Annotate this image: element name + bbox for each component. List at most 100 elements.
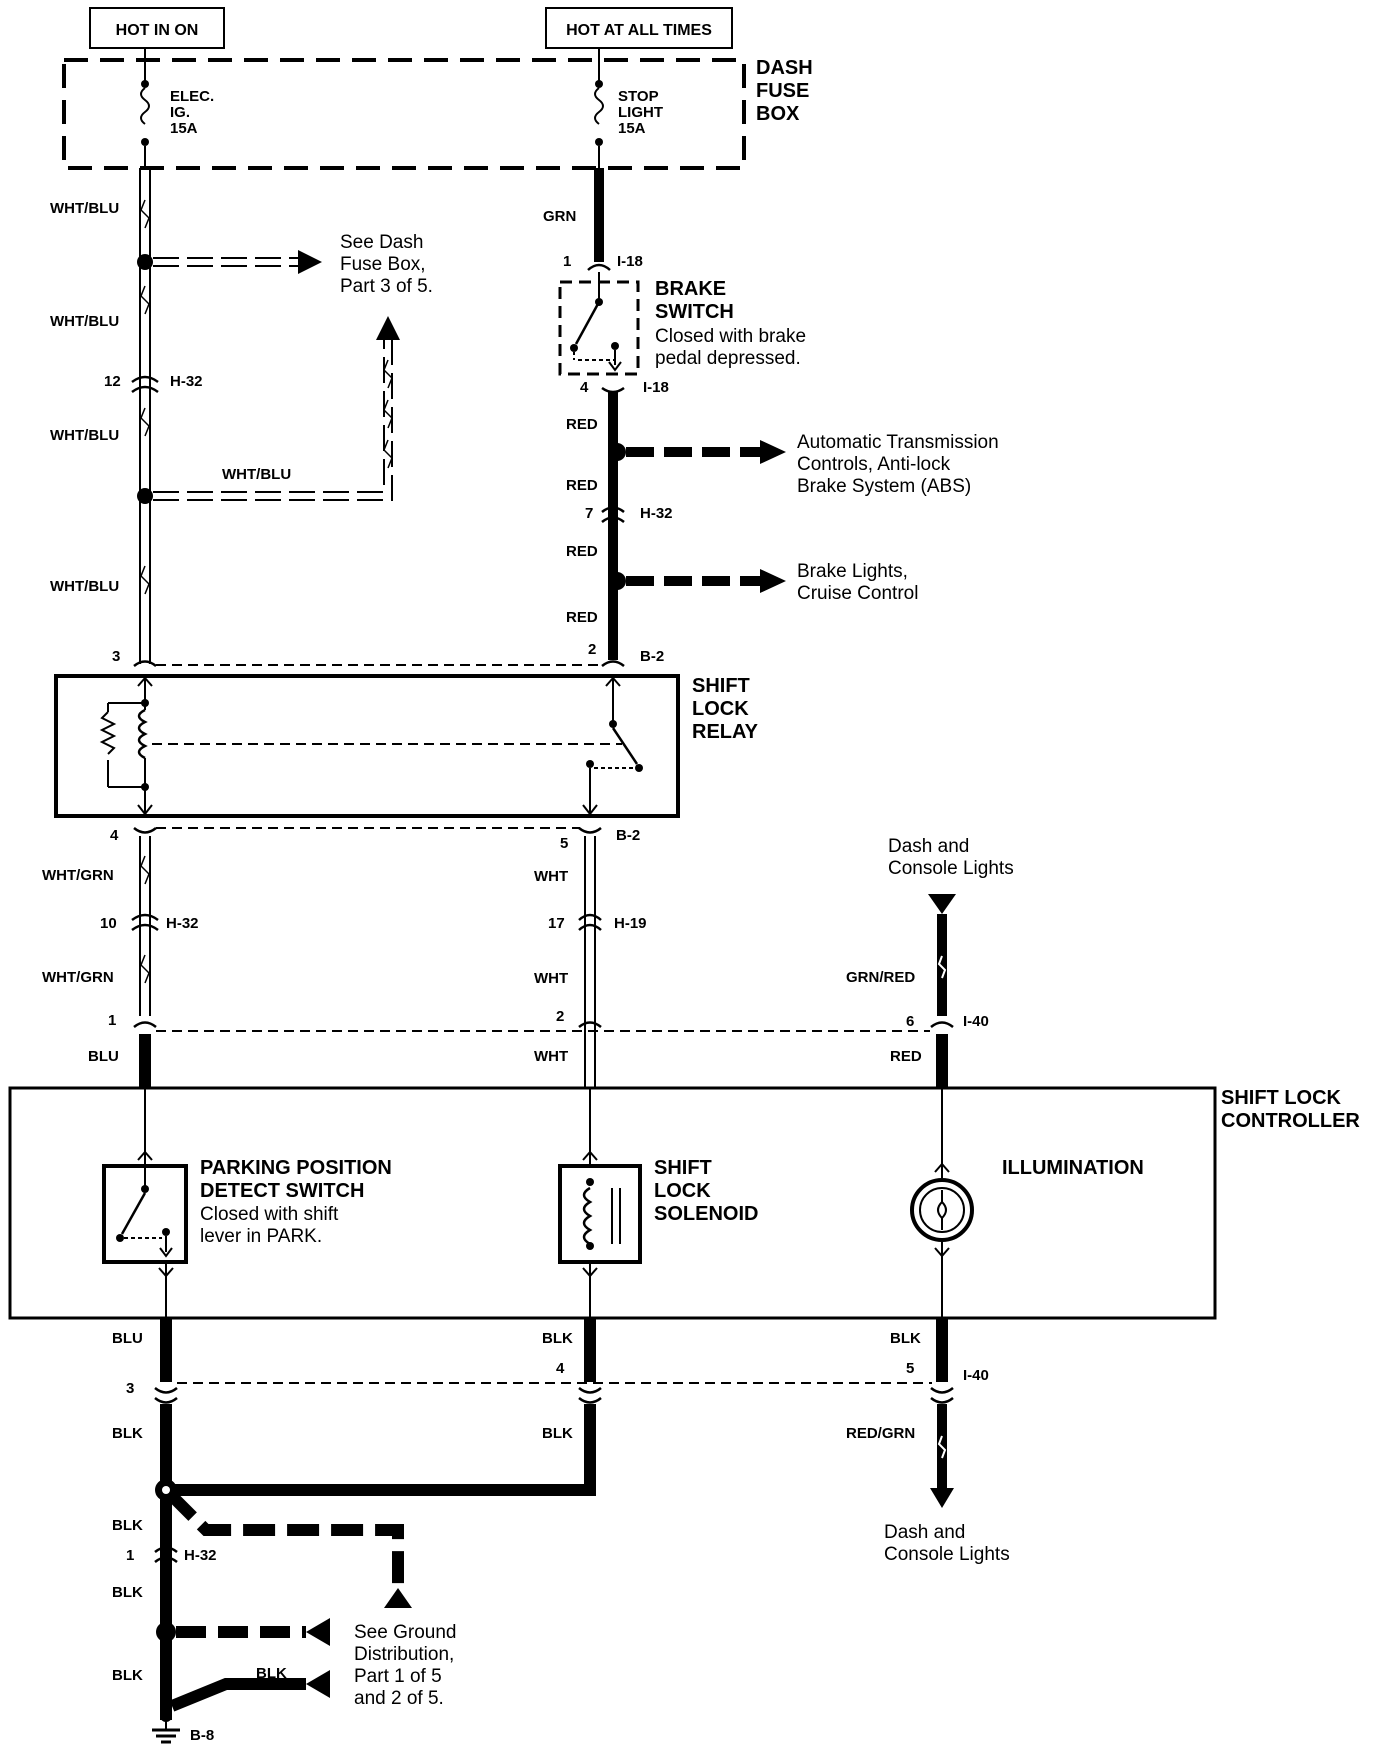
connector-i18-label-1: I-18 [617,253,643,270]
fuse-left-line-2: IG. [170,104,190,121]
pin-1-brake-label: 1 [563,253,571,270]
wire-label-wht-blu-2: WHT/BLU [50,313,119,330]
brake-switch-title-2: SWITCH [655,301,734,323]
connector-controller-pin3-icon [154,1387,178,1404]
wire-label-wht-blu-4: WHT/BLU [50,578,119,595]
solenoid-title-2: LOCK [654,1180,711,1202]
pin-10-label: 10 [100,915,117,932]
wire-label-blk-2: BLK [890,1330,921,1347]
ref-ground-dist-1: See Ground [354,1622,456,1643]
wire-label-red-1: RED [566,416,598,433]
parking-position-switch [102,1088,188,1318]
connector-i18-label-2: I-18 [643,379,669,396]
dash-fuse-box-title-1: DASH [756,57,813,79]
splice-point [608,572,626,590]
hot-at-all-times-header: HOT AT ALL TIMES [545,7,733,49]
wire-label-blk-4: BLK [542,1425,573,1442]
pin-1-controller-label: 1 [108,1012,116,1029]
connector-h19-label: H-19 [614,915,647,932]
fuse-left-line-3: 15A [170,120,198,137]
ref-brake-lights-2: Cruise Control [797,583,918,604]
connector-h32-label-1: H-32 [170,373,203,390]
pin-17-label: 17 [548,915,565,932]
arrow-in-dash-lights-icon [928,894,956,914]
pin-3-relay-label: 3 [112,648,120,665]
wire-label-wht-blu-3: WHT/BLU [50,427,119,444]
pin-5-relay-label: 5 [560,835,568,852]
relay-title-1: SHIFT [692,675,750,697]
pin-5-controller-label: 5 [906,1360,914,1377]
fuse-left-line-1: ELEC. [170,88,214,105]
pin-2-controller-label: 2 [556,1008,564,1025]
wire-label-wht-1: WHT [534,868,568,885]
ref-ground-dist-3: Part 1 of 5 [354,1666,442,1687]
connector-relay-pin4-icon [133,827,157,834]
ref-dash-console-top-1: Dash and [888,836,969,857]
pin-3-controller-label: 3 [126,1380,134,1397]
pin-4-controller-label: 4 [556,1360,565,1377]
wire-label-blk-3: BLK [112,1425,143,1442]
wire-label-wht-grn-1: WHT/GRN [42,867,114,884]
splice-point [156,1622,176,1642]
wire-label-wht-2: WHT [534,970,568,987]
ground-symbol-icon [152,1710,180,1744]
pin-7-label: 7 [585,505,593,522]
wire-label-grn: GRN [543,208,576,225]
wire-label-blu-bottom: BLU [112,1330,143,1347]
wire-label-blu-top: BLU [88,1048,119,1065]
pin-1-h32-label: 1 [126,1547,134,1564]
connector-h32-label-3: H-32 [166,915,199,932]
connector-relay-pin2-icon [601,660,625,667]
illumination-bulb-icon [910,1088,974,1318]
brake-switch [558,272,640,376]
connector-h32-pin12-icon [131,375,159,394]
connector-controller-pin2-icon [578,1021,602,1028]
pin-4-relay-label: 4 [110,827,119,844]
ref-atc-abs-3: Brake System (ABS) [797,476,971,497]
brake-switch-note-2: pedal depressed. [655,348,801,369]
ground-tap-dashed [165,1489,404,1588]
ref-dash-console-bottom-2: Console Lights [884,1544,1010,1565]
connector-controller-pin1-icon [133,1021,157,1028]
relay-title-3: RELAY [692,721,759,743]
wire-blk-join [172,1404,596,1496]
dash-fuse-box: ELEC. IG. 15A STOP LIGHT 15A DASH FUSE B… [62,57,813,170]
ref-dash-console-bottom-1: Dash and [884,1522,965,1543]
branch-loop-up [153,316,400,501]
connector-controller-pin4-icon [578,1387,602,1404]
connector-h19-pin17-icon [578,913,602,931]
wire-label-red-3: RED [566,543,598,560]
connector-h32-pin7-icon [601,506,625,523]
wire-label-red-grn: RED/GRN [846,1425,915,1442]
connector-b2-label-2: B-2 [616,827,640,844]
connector-h32-pin10-icon [131,913,159,932]
connector-i40-label-2: I-40 [963,1367,989,1384]
hot-at-all-times-label: HOT AT ALL TIMES [566,22,712,39]
ground-ref-arrow-icon [306,1618,330,1646]
wire-label-red-2: RED [566,477,598,494]
ground-b8-label: B-8 [190,1727,214,1744]
connector-controller-pin6-icon [930,1021,954,1028]
ref-see-dash-fuse-box-1: See Dash [340,232,423,253]
ref-ground-dist-4: and 2 of 5. [354,1688,444,1709]
parking-switch-title-1: PARKING POSITION [200,1157,392,1179]
relay-title-2: LOCK [692,698,749,720]
connector-controller-pin5-icon [930,1387,954,1404]
connector-b2-label-1: B-2 [640,648,664,665]
connector-relay-pin5-icon [578,827,602,834]
wire-wht [584,836,596,1088]
brake-switch-title-1: BRAKE [655,278,726,300]
hot-in-on-label: HOT IN ON [116,22,199,39]
wire-label-red-4: RED [566,609,598,626]
fuse-elec-ig-icon [140,60,150,168]
splice-point [137,488,153,504]
ref-see-dash-fuse-box-2: Fuse Box, [340,254,426,275]
connector-i18-pin4-icon [601,386,625,394]
connector-relay-pin3-icon [133,660,157,667]
ref-dash-console-top-2: Console Lights [888,858,1014,879]
ref-atc-abs-1: Automatic Transmission [797,432,999,453]
wire-label-grn-red: GRN/RED [846,969,915,986]
fuse-right-line-1: STOP [618,88,659,105]
wire-label-blk-8: BLK [112,1667,143,1684]
